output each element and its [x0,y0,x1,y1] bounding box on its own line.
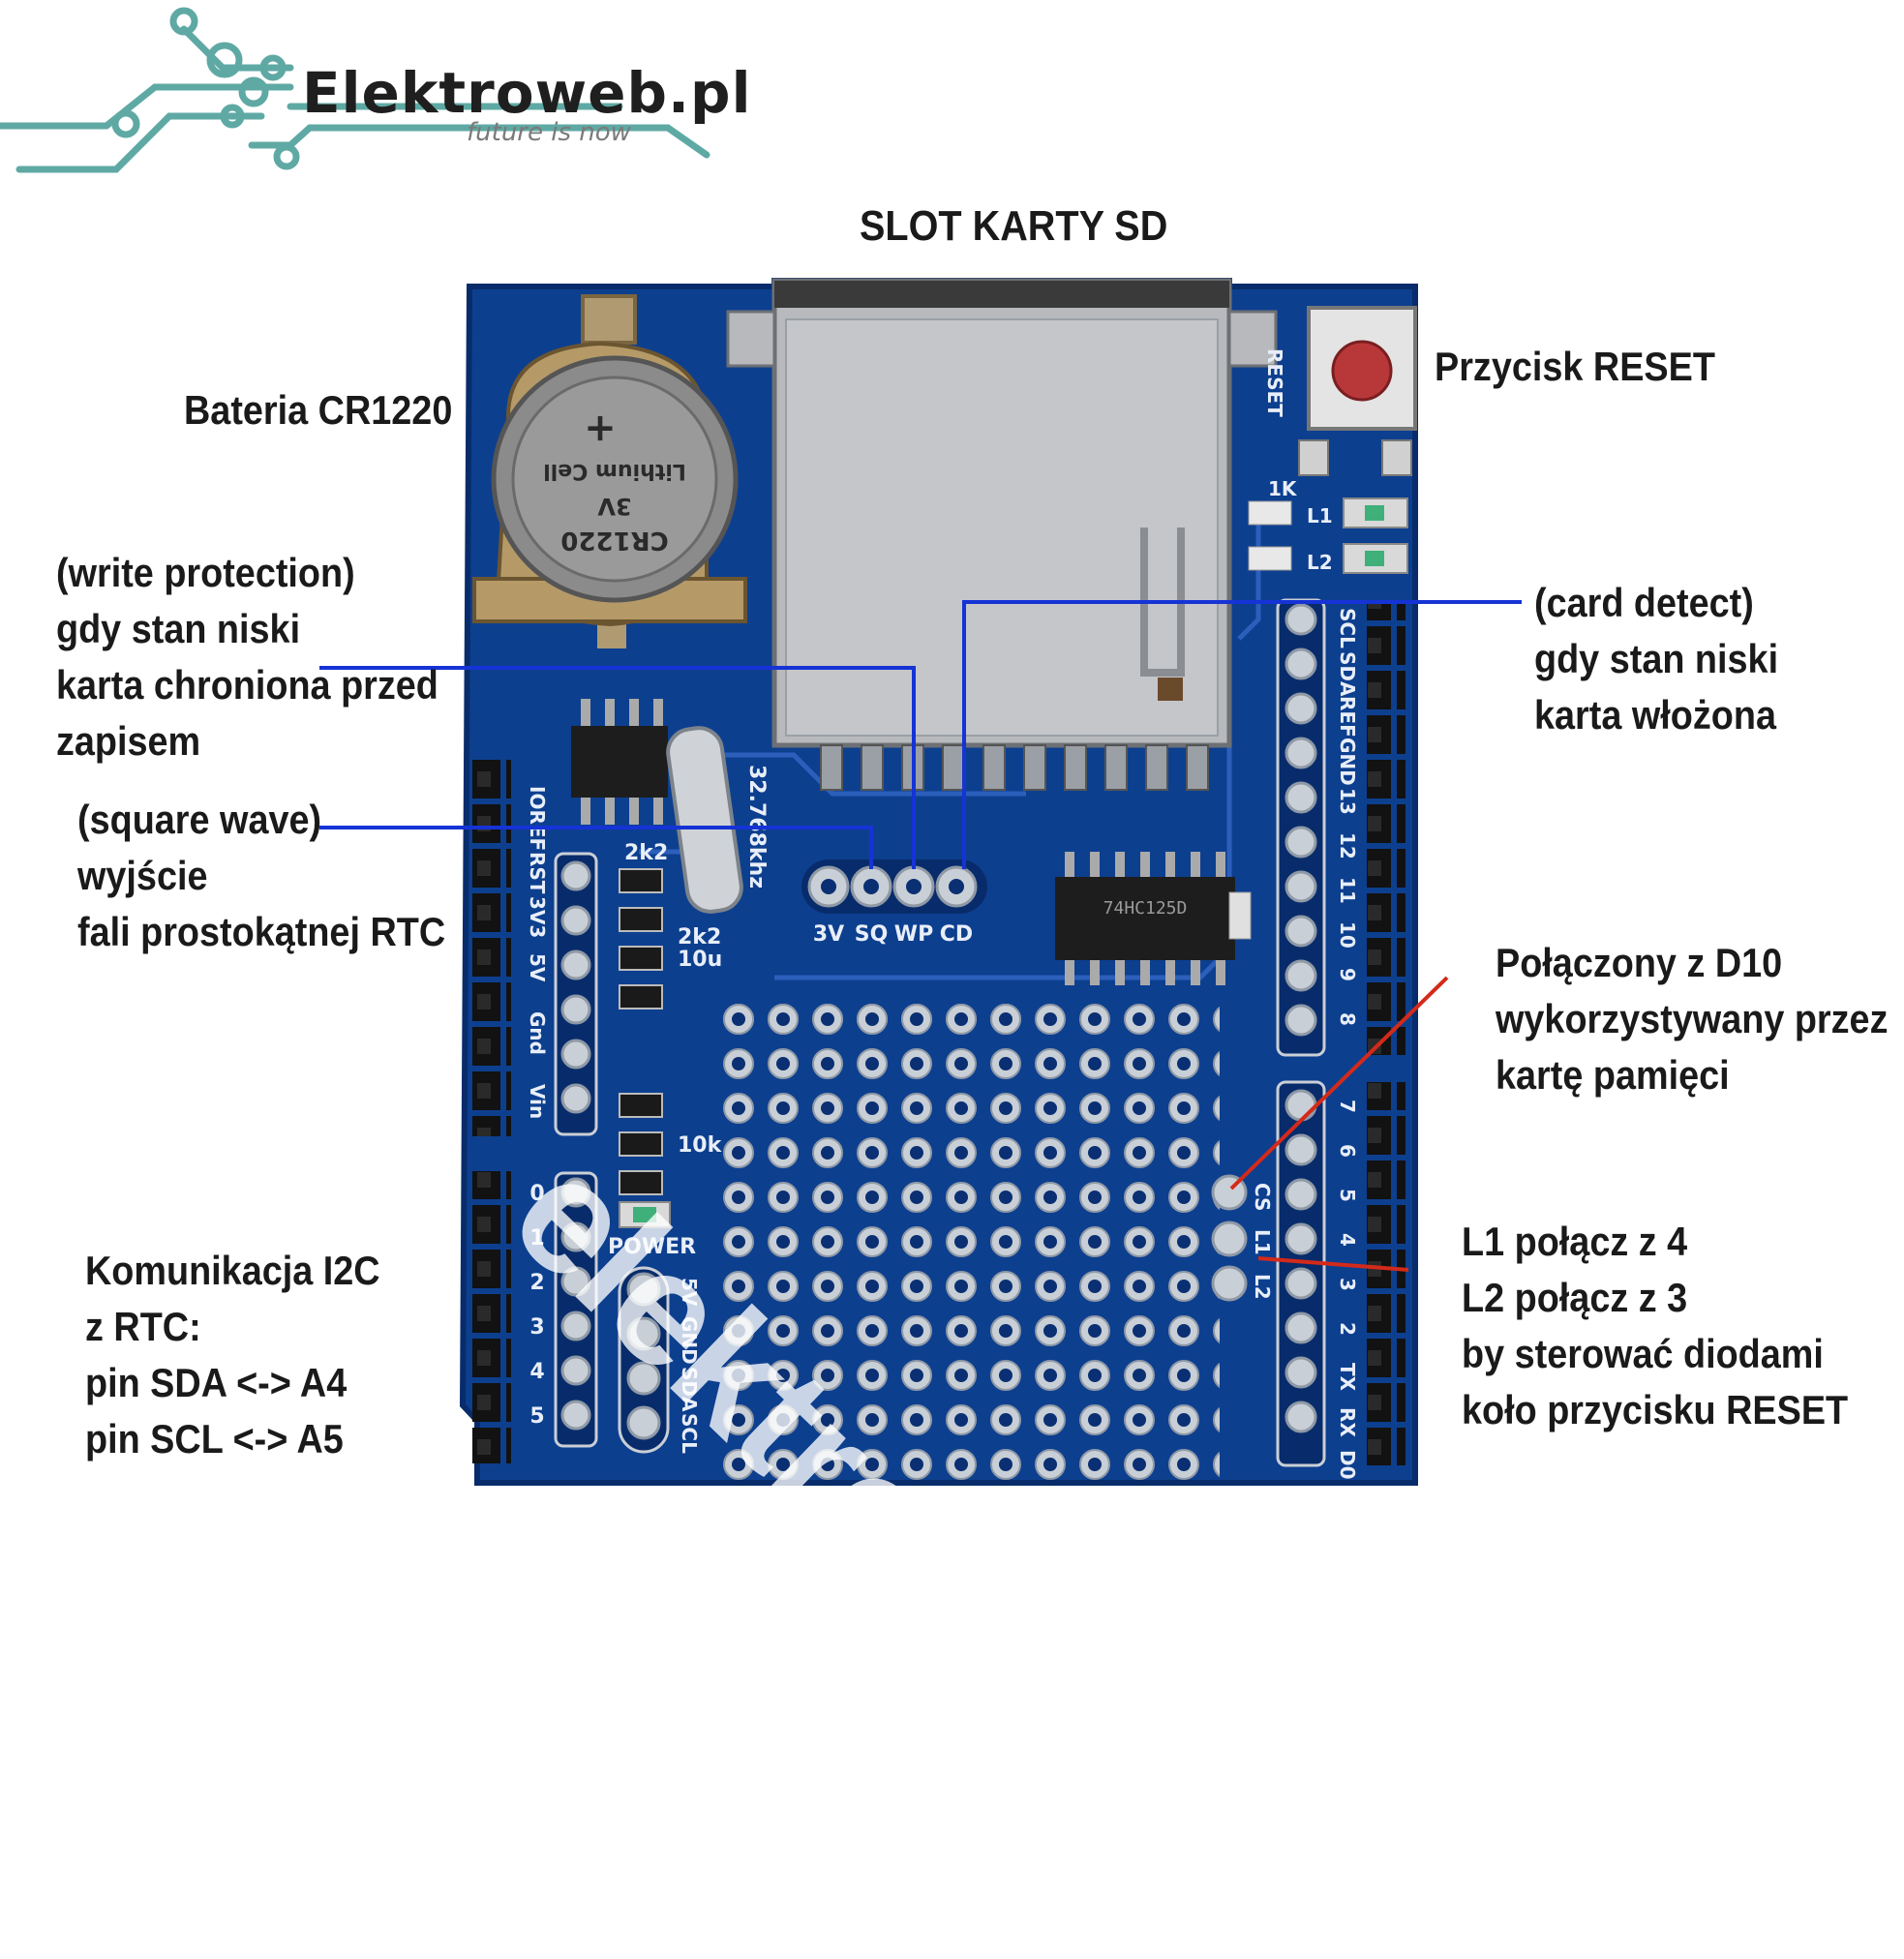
jumper-cs: CS [1251,1183,1274,1211]
digital-pin-11: 11 [1336,877,1359,904]
pad-label-3v: 3V [813,922,844,947]
buffer-chip-label: 74HC125D [1103,898,1188,919]
digital-pin-12: 12 [1336,832,1359,859]
analog-header [472,1171,511,1463]
digital-pin-9: 9 [1336,968,1359,981]
analog-pin-2: 2 [529,1271,544,1295]
digital-pads-top [1276,598,1326,1057]
digital-pin-5: 5 [1336,1189,1359,1202]
brand-tagline: future is now [467,118,631,147]
capacitor-10u-label: 10u [678,948,722,972]
passive-components [619,868,663,1195]
analog-pin-3: 3 [529,1315,544,1340]
callout-sd-slot: SLOT KARTY SD [860,202,1168,250]
pad-label-wp: WP [894,922,933,947]
status-leds: 1K L1 L2 [1248,477,1408,574]
crystal-freq-label: 32.768khz [744,765,769,889]
i2c-pads: 5V GND SDA SCL [618,1266,701,1454]
reset-silk-label: RESET [1263,348,1286,417]
digital-pin-10: 10 [1336,921,1359,949]
digital-pin-tx: TX [1336,1363,1359,1392]
sd-card-slot [726,278,1278,791]
callout-write-protect: (write protection) gdy stan niski karta … [56,550,438,764]
digital-pin-ref: REF [1336,696,1359,738]
resistor-10k-label: 10k [678,1133,723,1158]
digital-pin-d0: D0 [1336,1450,1359,1480]
digital-pin-4: 4 [1336,1233,1359,1247]
power-pin-3v3: 3V3 [526,896,549,938]
digital-pin-scl: SCL [1336,608,1359,648]
jumper-l2: L2 [1251,1274,1274,1300]
resistor-2k2-label-b: 2k2 [678,925,721,949]
digital-pin-6: 6 [1336,1144,1359,1158]
battery-holder: CR1220 3V Lithium Cell + [472,294,747,648]
i2c-pad-5v: 5V [678,1278,701,1307]
circuit-trace-icon [0,7,710,173]
digital-pin-13: 13 [1336,788,1359,815]
i2c-pad-gnd: GND [678,1316,701,1365]
i2c-pad-scl: SCL [678,1413,701,1454]
jumper-pads: CS L1 L2 [1211,1174,1274,1302]
resistor-1k-label: 1K [1268,477,1298,500]
callout-i2c: Komunikacja I2C z RTC: pin SDA <-> A4 pi… [85,1248,380,1462]
prototype-grid-top [716,997,1028,1041]
analog-pads [554,1171,598,1448]
prototype-grid [716,997,1220,1481]
jumper-l1: L1 [1251,1229,1274,1255]
analog-pin-1: 1 [529,1226,544,1251]
svg-text:+: + [584,407,617,451]
pad-label-sq: SQ [855,922,889,947]
analog-pin-4: 4 [529,1360,544,1384]
reset-button: RESET [1263,306,1417,476]
digital-pin-gnd: GND [1336,738,1359,786]
callout-leds: L1 połącz z 4 L2 połącz z 3 by sterować … [1462,1219,1849,1432]
digital-pin-3: 3 [1336,1278,1359,1291]
power-header [472,757,511,1136]
power-pin-vin: Vin [526,1084,549,1119]
battery-type-label: CR1220 [560,526,668,555]
power-pin-gnd: Gnd [526,1011,549,1055]
rtc-pad-row: 3V SQ WP CD [801,859,987,947]
power-pin-rst: RST [526,852,549,894]
callout-card-detect: (card detect) gdy stan niski karta włożo… [1534,580,1779,738]
callout-reset: Przycisk RESET [1435,344,1715,389]
analog-pin-5: 5 [529,1404,544,1429]
buffer-chip-74hc125: 74HC125D [1055,852,1252,985]
brand-logo: Elektroweb.pl future is now [0,0,750,179]
digital-header-bottom [1367,1082,1405,1465]
led-l1-label: L1 [1307,504,1333,527]
battery-voltage-label: 3V [597,493,632,520]
digital-header-top [1367,600,1405,1055]
callout-d10: Połączony z D10 wykorzystywany przez kar… [1496,940,1889,1098]
digital-pin-sda: SDA [1336,651,1359,697]
power-pads [554,852,598,1136]
brand-name: Elektroweb.pl [302,60,752,126]
battery-cell-label: Lithium Cell [543,459,686,483]
digital-pin-8: 8 [1336,1012,1359,1026]
power-led-label: POWER [608,1235,696,1259]
callout-square-wave: (square wave) wyjście fali prostokątnej … [77,797,446,954]
resistor-2k2-label: 2k2 [624,841,668,865]
analog-pin-0: 0 [529,1182,544,1206]
callout-battery: Bateria CR1220 [184,387,453,433]
power-pin-5v: 5V [526,953,549,982]
pad-label-cd: CD [940,922,973,947]
led-l2-label: L2 [1307,551,1333,574]
power-led: POWER [608,1201,696,1259]
digital-pin-7: 7 [1336,1100,1359,1113]
digital-pin-2: 2 [1336,1322,1359,1336]
digital-pads-bottom [1276,1080,1326,1467]
i2c-pad-sda: SDA [678,1367,701,1412]
power-pin-ioref: IOREF [526,786,549,851]
digital-pin-rx: RX [1336,1407,1359,1437]
